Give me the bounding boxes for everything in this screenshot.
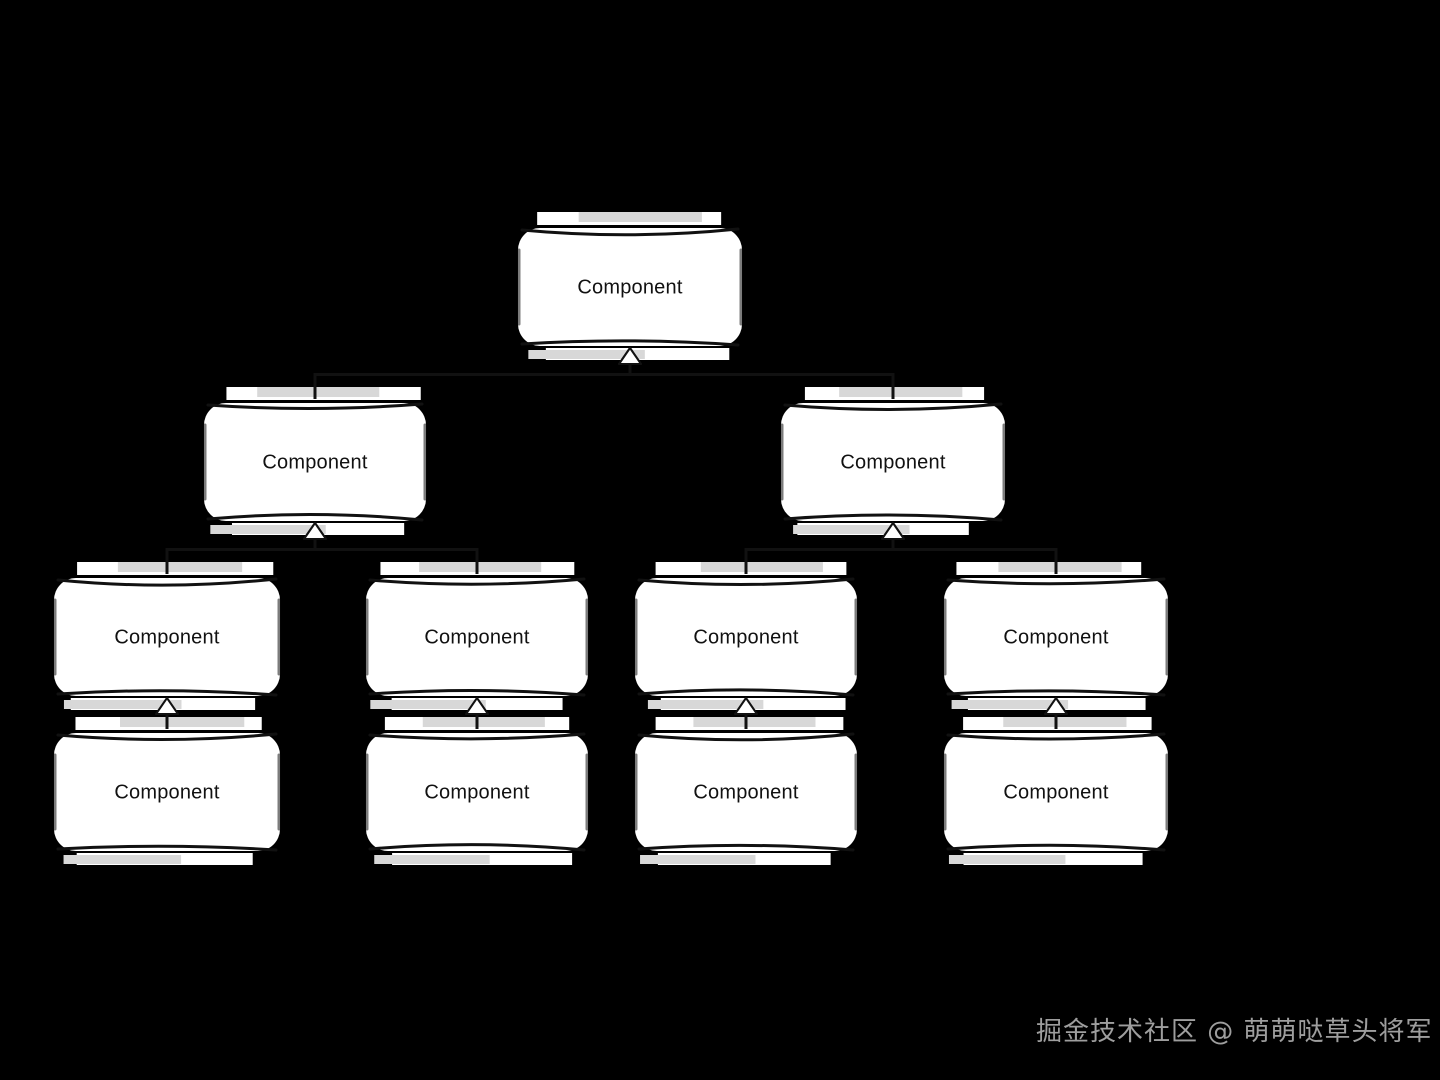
node-halo-layer xyxy=(63,212,1152,865)
node-body xyxy=(54,733,280,851)
component-node[interactable]: Component xyxy=(53,732,281,852)
node-body xyxy=(204,403,426,521)
node-sketch-top-edge xyxy=(368,577,586,586)
node-label: Component xyxy=(424,781,529,803)
node-label: Component xyxy=(1003,626,1108,648)
component-node[interactable]: Component xyxy=(517,227,743,347)
node-halo-top-dim xyxy=(998,562,1122,572)
node-halo-top-dim xyxy=(119,717,245,727)
node-halo-bottom-dim xyxy=(210,525,326,534)
node-sketch-top-edge xyxy=(637,732,855,742)
node-label: Component xyxy=(114,626,219,648)
component-node[interactable]: Component xyxy=(634,577,858,697)
node-sketch-bottom-edge xyxy=(946,689,1166,697)
component-node[interactable]: Component xyxy=(780,402,1006,522)
node-sketch-bottom-edge xyxy=(637,688,855,697)
node-label: Component xyxy=(577,276,682,298)
node-halo-bottom-dim xyxy=(63,700,182,709)
edge-layer xyxy=(155,347,1068,729)
node-halo-top-dim xyxy=(839,387,963,397)
connector-arrowhead xyxy=(881,522,905,540)
node-label: Component xyxy=(693,781,798,803)
node-halo-bottom-dim xyxy=(647,700,764,709)
connector-arrowhead xyxy=(303,522,327,540)
node-body xyxy=(635,733,857,851)
node-halo-top-dim xyxy=(257,387,380,397)
node-label: Component xyxy=(262,451,367,473)
node-sketch-top-edge xyxy=(946,577,1166,586)
component-node[interactable]: Component xyxy=(203,402,427,522)
node-sketch-bottom-edge xyxy=(637,843,855,852)
component-node[interactable]: Component xyxy=(943,732,1169,852)
node-sketch-bottom-edge xyxy=(368,843,586,852)
node-halo-bottom-dim xyxy=(948,855,1066,864)
component-node[interactable]: Component xyxy=(365,577,589,697)
connector-arrowhead xyxy=(1044,697,1068,715)
node-label: Component xyxy=(114,781,219,803)
node-halo-top-dim xyxy=(1003,717,1127,727)
node-sketch-top-edge xyxy=(637,577,855,587)
connector-arrowhead xyxy=(155,697,179,715)
node-halo-top-dim xyxy=(419,562,542,572)
node-sketch-bottom-edge xyxy=(56,689,278,697)
node-halo-bottom-dim xyxy=(640,855,756,864)
node-halo-top-dim xyxy=(117,562,243,572)
connector-arrowhead xyxy=(618,347,642,365)
node-label: Component xyxy=(840,451,945,473)
node-body xyxy=(781,403,1005,521)
node-sketch-bottom-edge xyxy=(368,688,586,697)
node-halo-top-dim xyxy=(700,562,823,572)
component-node[interactable]: Component xyxy=(365,732,589,852)
connector-edge xyxy=(303,522,479,574)
node-sketch-bottom-edge xyxy=(56,844,278,852)
node-halo-bottom-dim xyxy=(793,525,910,534)
node-halo-bottom-dim xyxy=(370,700,486,709)
node-halo-bottom-dim xyxy=(951,700,1069,709)
node-halo-top-dim xyxy=(422,717,545,727)
node-halo-bottom-dim xyxy=(63,855,182,864)
component-node[interactable]: Component xyxy=(943,577,1169,697)
node-sketch-bottom-edge xyxy=(946,843,1166,852)
node-sketch-top-edge xyxy=(56,732,278,741)
node-body xyxy=(366,578,588,696)
node-sketch-top-edge xyxy=(783,402,1003,411)
component-node[interactable]: Component xyxy=(634,732,858,852)
node-sketch-top-edge xyxy=(946,732,1166,741)
node-body xyxy=(944,578,1168,696)
node-label: Component xyxy=(424,626,529,648)
connector-arrowhead xyxy=(734,697,758,715)
node-halo-top-dim xyxy=(693,717,816,727)
node-sketch-bottom-edge xyxy=(783,513,1003,522)
node-body xyxy=(635,578,857,696)
node-body xyxy=(944,733,1168,851)
node-sketch-top-edge xyxy=(520,227,740,237)
connector-arrowhead xyxy=(465,697,489,715)
node-sketch-top-edge xyxy=(206,402,424,411)
connector-edge xyxy=(155,697,179,729)
node-label: Component xyxy=(1003,781,1108,803)
connector-edge xyxy=(1044,697,1068,729)
node-sketch-bottom-edge xyxy=(520,339,740,347)
node-sketch-top-edge xyxy=(368,732,586,741)
node-label: Component xyxy=(693,626,798,648)
component-node[interactable]: Component xyxy=(53,577,281,697)
connector-edge xyxy=(618,347,895,399)
connector-edge xyxy=(881,522,1058,574)
node-sketch-bottom-edge xyxy=(206,513,424,522)
node-sketch-top-edge xyxy=(56,577,278,587)
node-halo-bottom-dim xyxy=(528,350,645,359)
node-body xyxy=(366,733,588,851)
node-halo-bottom-dim xyxy=(374,855,490,864)
node-body xyxy=(518,228,742,346)
watermark-text: 掘金技术社区 @ 萌萌哒草头将军 xyxy=(1036,1017,1433,1047)
connector-edge xyxy=(465,697,489,729)
node-body xyxy=(54,578,280,696)
connector-edge xyxy=(734,697,758,729)
node-halo-top-dim xyxy=(578,212,702,222)
